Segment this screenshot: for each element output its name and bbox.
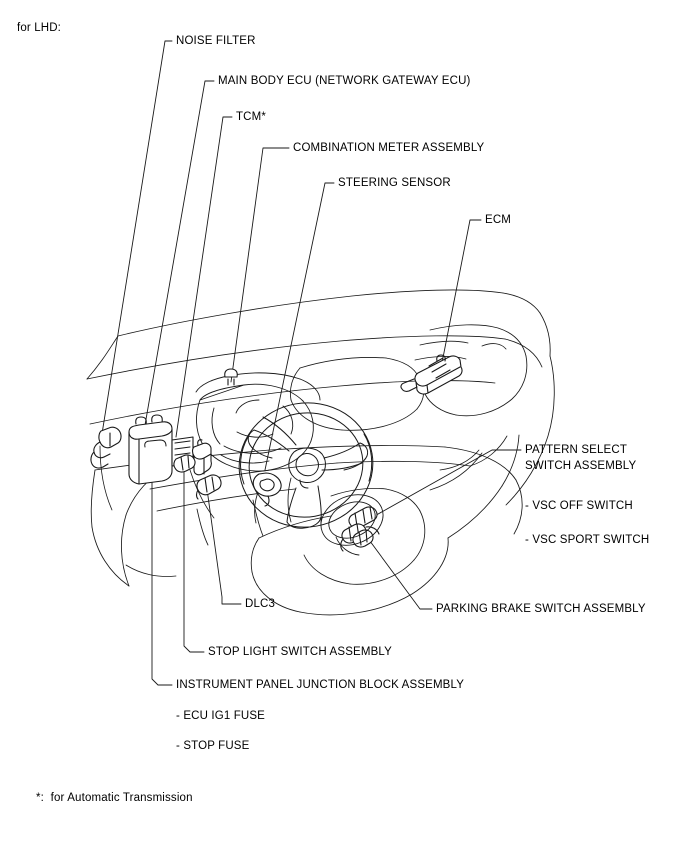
leader-ecm	[439, 219, 482, 374]
label-dlc3: DLC3	[245, 598, 276, 610]
leader-lines	[100, 40, 522, 686]
tcm-part	[191, 439, 212, 476]
label-combination-meter: COMBINATION METER ASSEMBLY	[293, 142, 485, 154]
label-vsc-off-switch: - VSC OFF SWITCH	[525, 500, 633, 512]
leader-main-body-ecu	[140, 80, 215, 449]
leader-noise-filter	[100, 40, 173, 441]
combination-meter-connector	[224, 368, 238, 386]
dashboard-outline	[86, 289, 555, 616]
parking-brake-lever	[320, 494, 384, 556]
label-pattern-select-switch: PATTERN SELECT SWITCH ASSEMBLY	[525, 444, 637, 472]
ecm-part	[400, 354, 463, 395]
leader-ipjb	[151, 449, 173, 686]
leader-parking-brake	[363, 532, 433, 610]
label-instrument-panel-junction-block: INSTRUMENT PANEL JUNCTION BLOCK ASSEMBLY	[176, 679, 465, 691]
steering-sensor-part	[252, 472, 282, 507]
label-stop-fuse: - STOP FUSE	[176, 740, 250, 752]
dlc3-part	[195, 474, 222, 500]
leader-pattern-select	[370, 449, 522, 519]
leader-tcm	[175, 116, 233, 438]
noise-filter-part	[90, 426, 122, 469]
instrument-panel-junction-block-part	[144, 439, 167, 448]
main-body-ecu-part	[128, 414, 194, 485]
label-ecu-ig1-fuse: - ECU IG1 FUSE	[176, 710, 266, 722]
interior-detail-lines	[99, 435, 508, 577]
leader-stop-light-switch	[183, 467, 205, 653]
footnote-automatic-transmission: *: for Automatic Transmission	[36, 792, 193, 804]
steering-wheel	[238, 402, 374, 529]
combination-meter-cluster	[195, 372, 321, 472]
leader-combination-meter	[230, 147, 290, 383]
label-stop-light-switch: STOP LIGHT SWITCH ASSEMBLY	[208, 646, 392, 658]
label-tcm: TCM*	[236, 111, 266, 123]
label-main-body-ecu: MAIN BODY ECU (NETWORK GATEWAY ECU)	[218, 75, 471, 87]
label-noise-filter: NOISE FILTER	[176, 35, 256, 47]
stop-light-switch-part	[173, 454, 196, 473]
leader-steering-sensor	[264, 182, 335, 471]
label-steering-sensor: STEERING SENSOR	[338, 177, 451, 189]
label-ecm: ECM	[485, 214, 512, 226]
label-parking-brake-switch: PARKING BRAKE SWITCH ASSEMBLY	[436, 603, 646, 615]
leader-dlc3	[206, 488, 242, 605]
label-vsc-sport-switch: - VSC SPORT SWITCH	[525, 534, 650, 546]
page-heading: for LHD:	[17, 22, 62, 34]
